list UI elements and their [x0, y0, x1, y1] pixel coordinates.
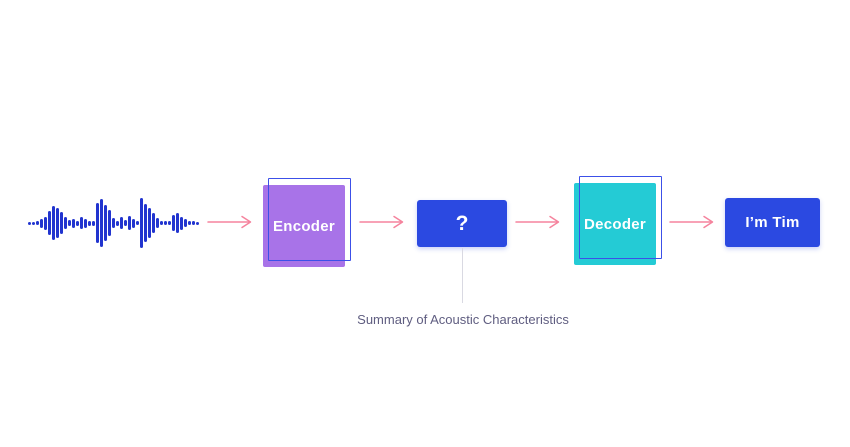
- decoder-label: Decoder: [583, 215, 647, 233]
- encoder-node: Encoder: [263, 178, 352, 269]
- annotation-label: Summary of Acoustic Characteristics: [357, 312, 569, 327]
- encoder-label: Encoder: [272, 217, 336, 235]
- waveform: [28, 197, 204, 249]
- decoder-node: Decoder: [574, 176, 663, 267]
- arrow-right-icon: [207, 215, 252, 229]
- decoder-box: Decoder: [574, 183, 656, 265]
- bottleneck-node: ?: [417, 200, 507, 247]
- bottleneck-label: ?: [455, 211, 469, 235]
- encoder-outline: [268, 178, 351, 261]
- connector-line: [462, 248, 463, 303]
- arrow-right-icon: [359, 215, 404, 229]
- output-node: I’m Tim: [725, 198, 820, 247]
- arrow-right-icon: [515, 215, 560, 229]
- output-label: I’m Tim: [745, 214, 800, 231]
- arrow-right-icon: [669, 215, 714, 229]
- encoder-box: Encoder: [263, 185, 345, 267]
- decoder-outline: [579, 176, 662, 259]
